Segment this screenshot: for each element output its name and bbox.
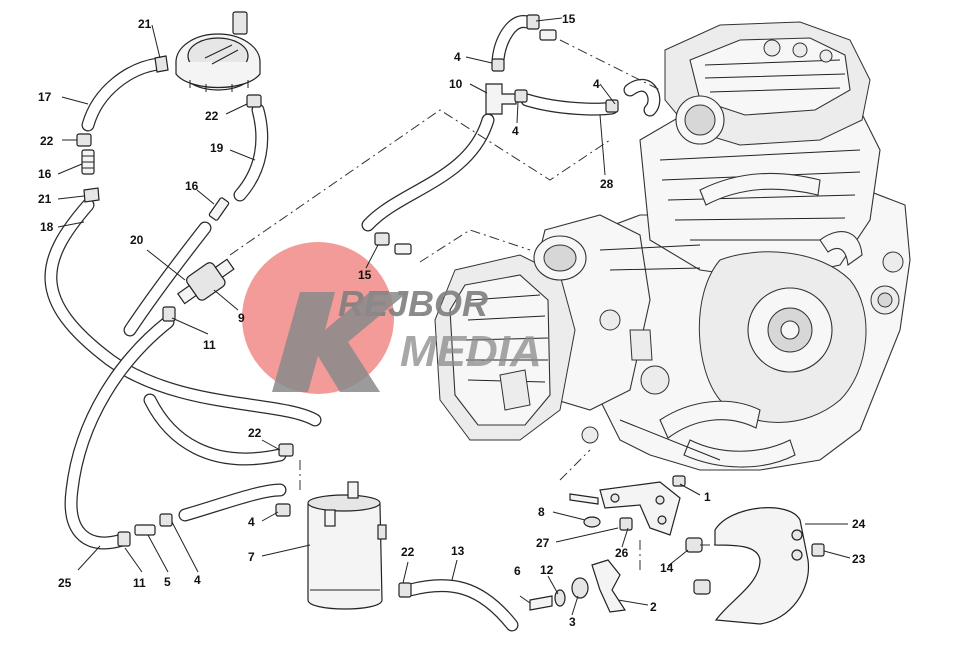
watermark-text-2: MEDIA (400, 327, 542, 376)
callout-22: 22 (205, 109, 219, 123)
callout-7: 7 (248, 550, 255, 564)
callout-23: 23 (852, 552, 866, 566)
callout-22: 22 (401, 545, 415, 559)
leader-lines (57, 17, 851, 616)
callout-18: 18 (40, 220, 54, 234)
callout-11: 11 (203, 338, 216, 352)
callout-26: 26 (615, 546, 629, 560)
callout-27: 27 (536, 536, 550, 550)
callout-4: 4 (194, 573, 201, 587)
engine-assembly (434, 21, 911, 471)
callout-3: 3 (569, 615, 576, 629)
callout-10: 10 (449, 77, 463, 91)
callout-24: 24 (852, 517, 866, 531)
callout-8: 8 (538, 505, 545, 519)
callout-15: 15 (358, 268, 372, 282)
callout-16: 16 (185, 179, 199, 193)
callout-11: 11 (133, 576, 146, 590)
callout-2: 2 (650, 600, 657, 614)
callout-19: 19 (210, 141, 224, 155)
dash-lines (229, 39, 715, 570)
callout-4: 4 (248, 515, 255, 529)
watermark-logo: REJBOR MEDIA (242, 242, 542, 394)
hoses (44, 15, 661, 632)
callout-21: 21 (138, 17, 152, 31)
callout-25: 25 (58, 576, 72, 590)
callout-22: 22 (40, 134, 54, 148)
callout-22: 22 (248, 426, 262, 440)
callout-5: 5 (164, 575, 171, 589)
small-parts (76, 14, 825, 625)
callout-15: 15 (562, 12, 576, 26)
callout-14: 14 (660, 561, 674, 575)
callout-28: 28 (600, 177, 614, 191)
callout-20: 20 (130, 233, 144, 247)
callout-4: 4 (512, 124, 519, 138)
callout-6: 6 (514, 564, 521, 578)
callout-17: 17 (38, 90, 52, 104)
callout-12: 12 (540, 563, 554, 577)
callout-16: 16 (38, 167, 52, 181)
callout-21: 21 (38, 192, 52, 206)
callout-1: 1 (704, 490, 711, 504)
callout-13: 13 (451, 544, 465, 558)
fuel-cap (175, 11, 261, 92)
callout-4: 4 (454, 50, 461, 64)
callout-9: 9 (238, 311, 245, 325)
watermark-k-mark (272, 292, 408, 392)
callout-labels: 21 17 22 16 21 18 22 19 16 20 9 11 22 4 … (38, 12, 866, 629)
callout-4: 4 (593, 77, 600, 91)
